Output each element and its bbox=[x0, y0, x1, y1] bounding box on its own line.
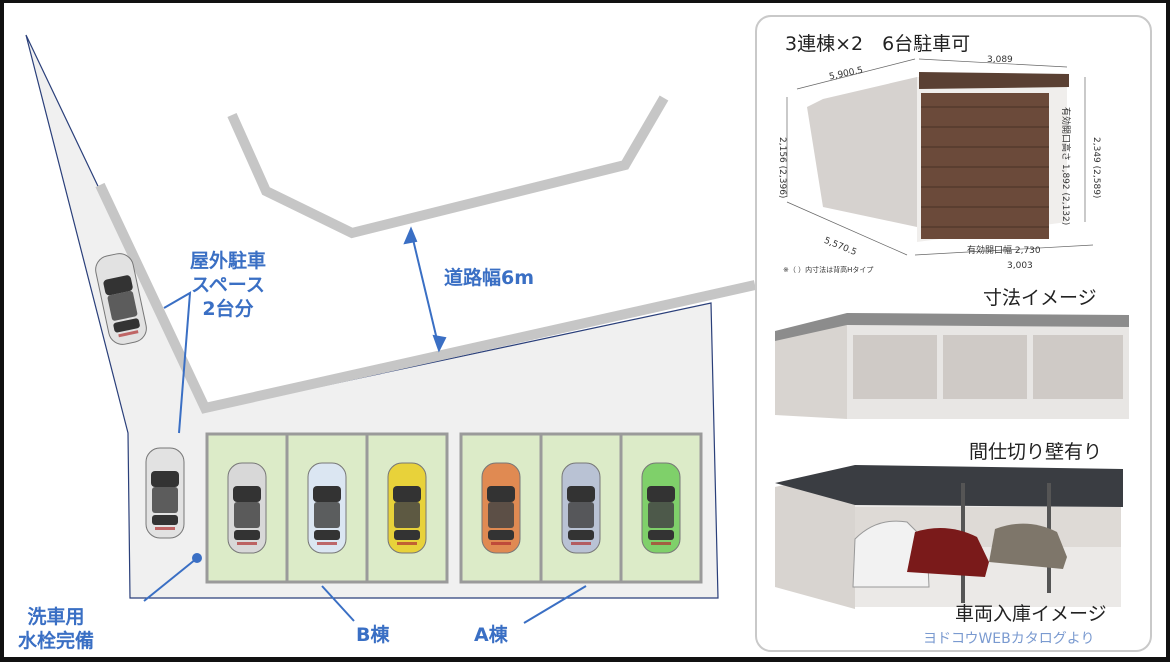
dim-note: ※（ ）内寸法は背高Hタイプ bbox=[783, 266, 874, 274]
water-pointer bbox=[143, 558, 197, 602]
outdoor-parking-label: 屋外駐車 スペース 2台分 bbox=[190, 249, 266, 321]
garage-info-panel: 3連棟×2 6台駐車可 bbox=[755, 15, 1152, 652]
label-line: 洗車用 bbox=[27, 606, 85, 628]
dim-right-height: 2,349 (2,589) bbox=[1091, 137, 1101, 198]
caption-parking: 車両入庫イメージ bbox=[955, 603, 1107, 625]
label-line: 屋外駐車 bbox=[190, 250, 267, 272]
garage-illustrations bbox=[775, 58, 1129, 609]
road-width-label: 道路幅6m bbox=[444, 267, 535, 289]
road-width-arrow bbox=[410, 230, 440, 349]
building-a-car bbox=[481, 462, 521, 554]
caption-dimensions: 寸法イメージ bbox=[983, 287, 1097, 309]
building-a-label: A棟 bbox=[474, 624, 508, 646]
dim-opening-width: 有効開口幅 2,730 bbox=[967, 246, 1041, 256]
dim-opening-height: 有効開口高さ 1,892 (2,132) bbox=[1060, 107, 1070, 226]
panel-title: 3連棟×2 6台駐車可 bbox=[785, 33, 971, 55]
road-boundary-upper bbox=[227, 95, 669, 239]
road-boundary-lower bbox=[95, 182, 757, 414]
dim-value: (2,396) bbox=[777, 165, 787, 199]
dim-left-height: 2,156 (2,396) bbox=[777, 137, 787, 198]
outdoor-car bbox=[145, 447, 185, 539]
label-line: スペース bbox=[191, 274, 265, 296]
water-tap-marker bbox=[192, 553, 202, 563]
dim-value: 2,349 bbox=[1091, 137, 1101, 163]
building-b-car bbox=[387, 462, 427, 554]
site-plan-canvas: 屋外駐車 スペース 2台分 道路幅6m 洗車用 水栓完備 B棟 A棟 3連棟×2… bbox=[4, 3, 1166, 657]
label-line: 水栓完備 bbox=[18, 630, 95, 652]
building-b-car bbox=[227, 462, 267, 554]
outdoor-parking-pointer bbox=[163, 291, 192, 434]
dim-top-width: 3,089 bbox=[987, 55, 1013, 65]
building-b-car bbox=[307, 462, 347, 554]
caption-partition: 間仕切り壁有り bbox=[969, 441, 1103, 463]
site-plan-drawing bbox=[25, 34, 757, 624]
dim-bottom-width: 3,003 bbox=[1007, 261, 1033, 271]
source-credit: ヨドコウWEBカタログより bbox=[923, 631, 1095, 647]
building-a-car bbox=[561, 462, 601, 554]
dim-value: (2,589) bbox=[1091, 165, 1101, 199]
building-b-pointer bbox=[321, 585, 355, 622]
dim-value: 2,156 bbox=[777, 137, 787, 163]
building-b-label: B棟 bbox=[356, 624, 390, 646]
label-line: 2台分 bbox=[202, 298, 254, 320]
water-tap-label: 洗車用 水栓完備 bbox=[18, 605, 94, 653]
building-a-car bbox=[641, 462, 681, 554]
building-a-pointer bbox=[523, 585, 587, 624]
